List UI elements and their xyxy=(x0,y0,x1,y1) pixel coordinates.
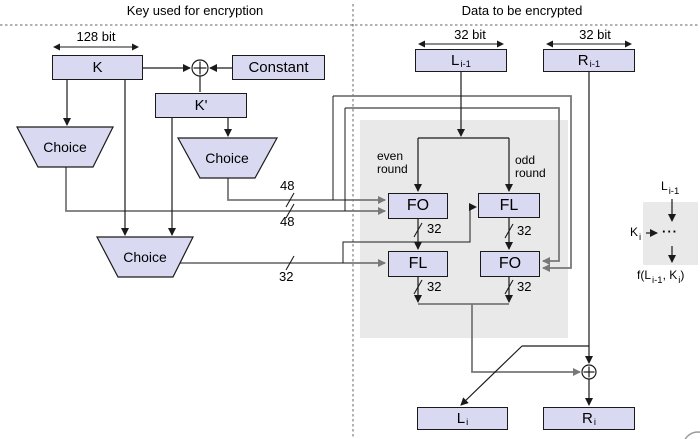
choice-mid-shape xyxy=(176,137,279,179)
choice-bottom-label: Choice xyxy=(123,249,167,265)
w32-fl-odd-label: 32 xyxy=(517,223,532,238)
choice-trapezoids xyxy=(16,126,279,278)
round-function-panel xyxy=(360,120,568,338)
corner-arc-decoration xyxy=(684,431,700,439)
constant-box: Constant xyxy=(232,55,325,80)
xor-icons xyxy=(191,59,597,380)
odd-round-label: odd round xyxy=(515,153,546,180)
f-legend-key-label: Ki xyxy=(630,225,642,243)
bus-32-label: 32 xyxy=(279,269,294,284)
fl-even-box: FL xyxy=(388,251,448,277)
w32-fo-odd-label: 32 xyxy=(517,279,532,294)
choice-bottom-shape xyxy=(96,236,194,278)
w32-fo-even-label: 32 xyxy=(427,221,442,236)
key-bus-lines xyxy=(65,95,581,376)
xor-data-icon xyxy=(581,364,597,380)
f-legend-input-label: Li-1 xyxy=(661,179,680,197)
choice-top-label: Choice xyxy=(43,139,87,155)
w32-fl-even-label: 32 xyxy=(427,279,442,294)
xor-key-icon xyxy=(191,59,209,77)
fl-odd-box: FL xyxy=(478,193,540,218)
section-title-key: Key used for encryption xyxy=(126,3,264,18)
choice-mid-label: Choice xyxy=(205,150,249,166)
fo-even-box: FO xyxy=(388,193,448,219)
fo-odd-box: FO xyxy=(480,251,540,277)
bus-48-upper-label: 48 xyxy=(280,178,295,193)
k-box: K xyxy=(52,55,143,80)
key-width-label: 128 bit xyxy=(76,29,116,44)
bus-48-lower-label: 48 xyxy=(280,214,295,229)
f-legend-output-label: f(Li-1, Ki) xyxy=(637,268,685,286)
section-dividers xyxy=(0,4,700,439)
k-prime-box: K' xyxy=(155,93,247,118)
f-legend-dots: ··· xyxy=(662,224,678,239)
data-lines xyxy=(63,64,676,406)
even-round-label: even round xyxy=(377,149,408,176)
l-width-label: 32 bit xyxy=(454,27,486,42)
section-title-data: Data to be encrypted xyxy=(461,3,583,18)
width-arrows xyxy=(53,40,632,51)
choice-top-shape xyxy=(16,126,114,168)
bit-width-ticks xyxy=(285,192,514,295)
r-width-label: 32 bit xyxy=(579,27,611,42)
